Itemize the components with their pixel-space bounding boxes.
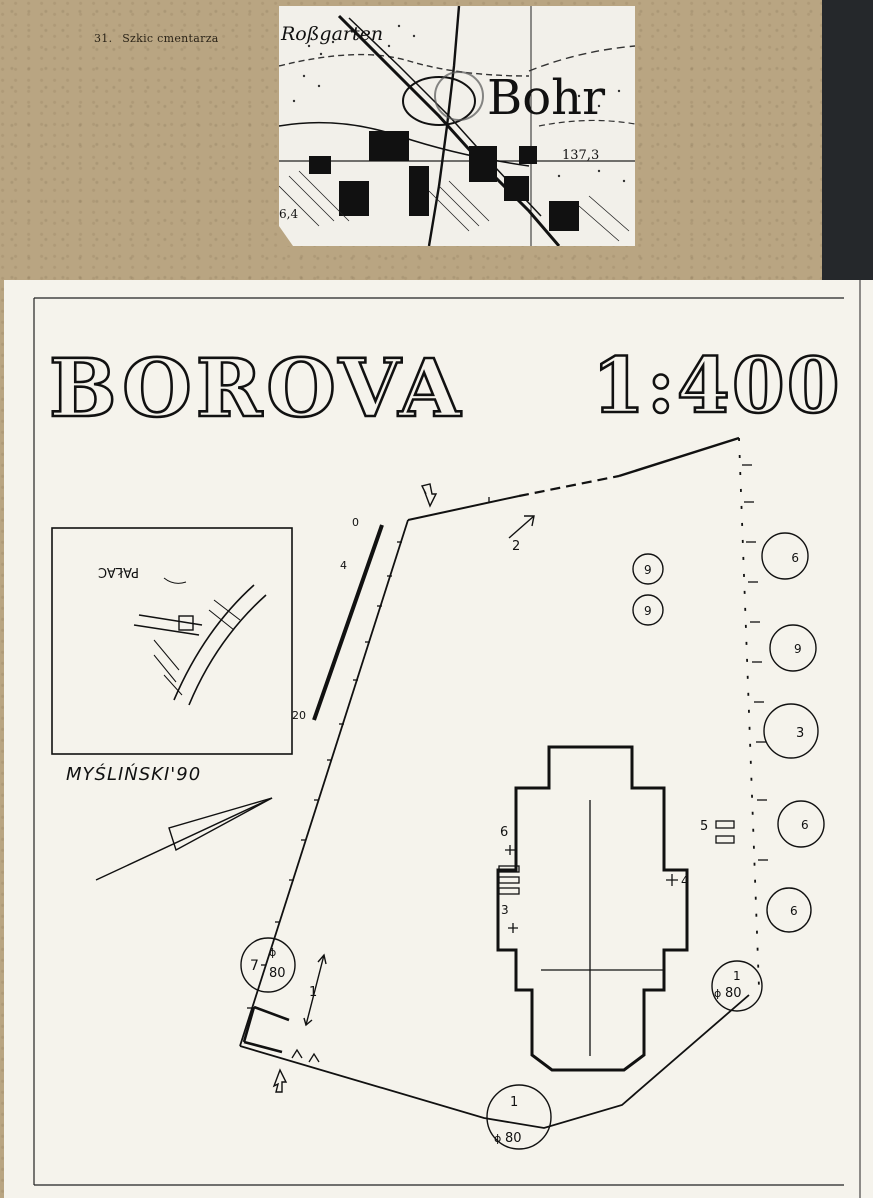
- historic-map-clipping: Roßgarten Bohr 137,3 6,4: [279, 6, 635, 246]
- view-arrow-2-label: 2: [512, 539, 520, 554]
- caption-number: 31.: [94, 32, 113, 45]
- map-label-elevation: 137,3: [562, 148, 599, 163]
- grave-6-cross: [505, 845, 515, 855]
- svg-text:ϕ: ϕ: [714, 987, 721, 1000]
- view-arrow-1: [303, 953, 327, 1027]
- sketch-scale: 1:400: [592, 341, 842, 430]
- tree-10-diameter: 80: [505, 1131, 522, 1146]
- gatehouse-outline: [242, 1005, 290, 1054]
- grave-4-label: 4: [681, 874, 689, 888]
- tree-9: 1 ϕ 80: [711, 960, 763, 1012]
- grave-5-label: 5: [700, 819, 708, 834]
- grave-slabs-east: [715, 820, 735, 844]
- tree-6-label: 6: [801, 818, 809, 832]
- tree-2: 9: [632, 594, 664, 626]
- tree-9-diameter: 80: [725, 986, 742, 1001]
- grave-3-cross: [508, 923, 518, 933]
- scale-bar-end: 20: [292, 709, 306, 722]
- tree-1: 9: [632, 553, 664, 585]
- scale-bar-start: 0: [352, 516, 359, 529]
- map-label-rossgarten: Roßgarten: [280, 23, 383, 45]
- tree-1-label: 9: [644, 563, 652, 577]
- entrance-arrow-south: [272, 1068, 288, 1093]
- cemetery-sketch-sheet: BOROVA 1:400 PAŁAC MYŚLIŃSKI'90: [4, 280, 873, 1198]
- entrance-arrow-north: [420, 483, 438, 508]
- tree-3-label: 9: [791, 550, 799, 564]
- church-outline: [496, 745, 689, 1072]
- grave-3-label: 3: [501, 903, 509, 917]
- tree-4: 9: [769, 624, 817, 672]
- svg-text:ϕ: ϕ: [269, 946, 276, 959]
- tree-4-label: 9: [794, 642, 802, 656]
- tree-10: 1 ϕ 80: [486, 1084, 552, 1150]
- gate-marks-south: [291, 1048, 320, 1063]
- author-signature: MYŚLIŃSKI'90: [66, 763, 201, 785]
- caption-title: Szkic cmentarza: [122, 32, 219, 45]
- tree-7: 6: [766, 887, 812, 933]
- view-arrow-1-label: 1: [309, 985, 317, 1000]
- tree-8: 7 ϕ 80: [240, 937, 296, 993]
- sketch-title: BOROVA: [49, 341, 464, 435]
- tree-2-label: 9: [644, 604, 652, 618]
- figure-caption: 31. Szkic cmentarza: [94, 32, 219, 45]
- north-arrow: [95, 797, 273, 881]
- tree-8-label: 7: [250, 958, 259, 974]
- tree-3: 9: [761, 532, 809, 580]
- grave-6-label: 6: [500, 825, 508, 840]
- historic-map-drawing: Roßgarten Bohr 137,3 6,4: [279, 6, 635, 246]
- tree-5-label: 3: [796, 726, 804, 741]
- tree-8-diameter: 80: [269, 966, 286, 981]
- map-label-bohr: Bohr: [487, 70, 605, 126]
- grave-4-cross: [666, 874, 678, 886]
- tree-5: 3: [763, 703, 819, 759]
- location-inset: PAŁAC: [51, 527, 293, 755]
- cemetery-sketch-drawing: BOROVA 1:400 PAŁAC MYŚLIŃSKI'90: [33, 280, 861, 1198]
- tree-7-label: 6: [790, 904, 798, 918]
- scale-bar-mid: 4: [340, 559, 347, 572]
- grave-slabs-west: [498, 865, 520, 895]
- tree-6: 6: [777, 800, 825, 848]
- map-label-edge: 6,4: [279, 207, 298, 221]
- cemetery-boundary: [239, 436, 768, 1129]
- tree-9-label: 1: [733, 969, 741, 983]
- scale-bar: 0 4 20: [292, 516, 384, 722]
- tree-10-label: 1: [510, 1095, 518, 1110]
- inset-label-palace: PAŁAC: [98, 564, 139, 579]
- view-arrow-2: [508, 515, 535, 539]
- svg-text:ϕ: ϕ: [494, 1132, 501, 1145]
